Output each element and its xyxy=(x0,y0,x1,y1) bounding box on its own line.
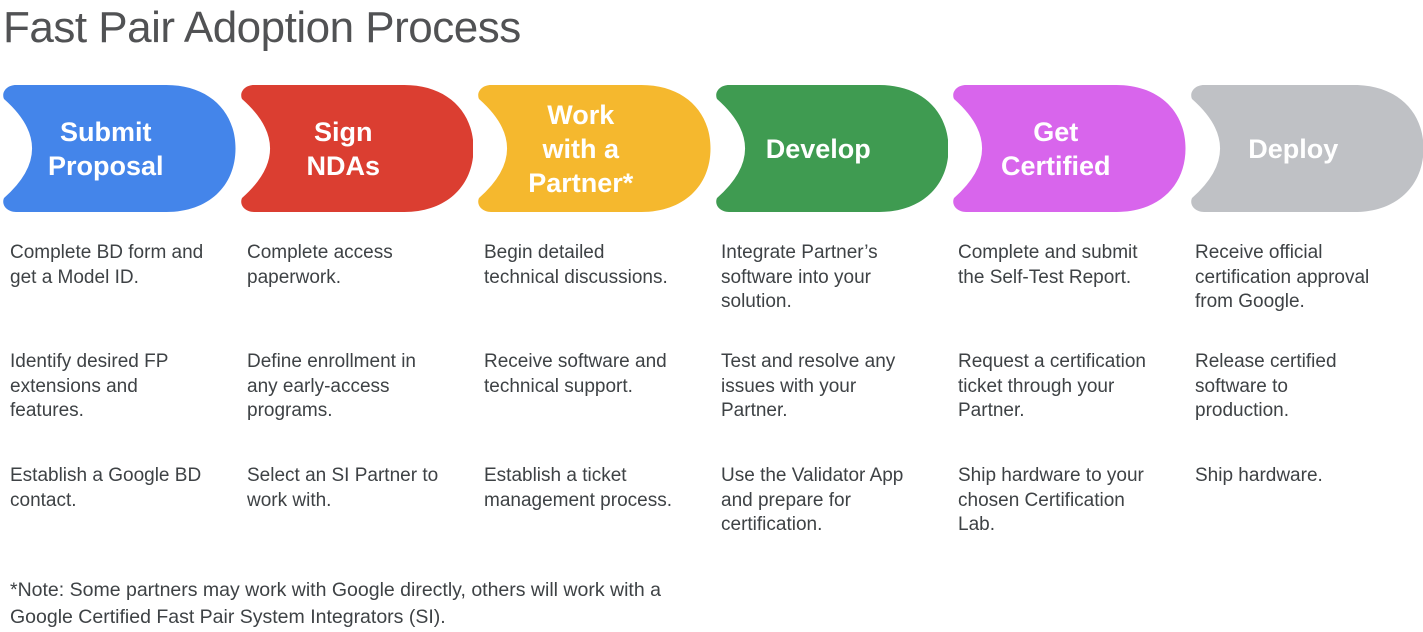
desc-column-submit-proposal: Complete BD form and get a Model ID. Ide… xyxy=(10,241,247,538)
desc-develop-3: Use the Validator App and prepare for ce… xyxy=(721,465,904,535)
stage-pill-get-certified: Get Certified xyxy=(950,85,1186,212)
desc-get-certified-1: Complete and submit the Self-Test Report… xyxy=(958,242,1138,288)
stage-shape xyxy=(478,85,711,212)
desc-column-get-certified: Complete and submit the Self-Test Report… xyxy=(958,241,1195,538)
page-title: Fast Pair Adoption Process xyxy=(3,3,521,52)
stage-shape xyxy=(953,85,1186,212)
desc-sign-ndas-1: Complete access paperwork. xyxy=(247,242,393,288)
desc-work-with-partner-2: Receive software and technical support. xyxy=(484,351,667,397)
stage-pill-work-with-partner: Work with a Partner* xyxy=(475,85,711,212)
stage-label-develop: Develop xyxy=(765,133,871,164)
stage-label-deploy: Deploy xyxy=(1248,133,1339,164)
desc-develop-1: Integrate Partner’s software into your s… xyxy=(721,242,878,312)
desc-deploy-3: Ship hardware. xyxy=(1195,465,1323,486)
desc-get-certified-2: Request a certification ticket through y… xyxy=(958,351,1146,421)
stage-pill-develop: Develop xyxy=(713,85,948,212)
desc-work-with-partner-1: Begin detailed technical discussions. xyxy=(484,242,668,288)
desc-deploy-2: Release certified software to production… xyxy=(1195,351,1337,421)
desc-column-sign-ndas: Complete access paperwork. Define enroll… xyxy=(247,241,484,538)
stage-label-work-with-partner: Work with a Partner* xyxy=(528,99,634,198)
stage-label-submit-proposal: Submit Proposal xyxy=(47,116,164,181)
desc-sign-ndas-3: Select an SI Partner to work with. xyxy=(247,465,439,511)
stage-pill-sign-ndas: Sign NDAs xyxy=(238,85,473,212)
desc-submit-proposal-3: Establish a Google BD contact. xyxy=(10,465,202,511)
stage-shape xyxy=(1190,85,1423,212)
desc-submit-proposal-2: Identify desired FP extensions and featu… xyxy=(10,351,169,421)
footnote: *Note: Some partners may work with Googl… xyxy=(10,579,661,628)
desc-work-with-partner-3: Establish a ticket management process. xyxy=(484,465,672,511)
desc-column-work-with-partner: Begin detailed technical discussions. Re… xyxy=(484,241,721,538)
desc-column-deploy: Receive official certification approval … xyxy=(1195,241,1423,538)
desc-submit-proposal-1: Complete BD form and get a Model ID. xyxy=(10,242,204,288)
stage-label-get-certified: Get Certified xyxy=(1000,116,1111,181)
stage-shape xyxy=(715,85,948,212)
desc-get-certified-3: Ship hardware to your chosen Certificati… xyxy=(958,465,1144,535)
desc-develop-2: Test and resolve any issues with your Pa… xyxy=(721,351,896,421)
stage-label-sign-ndas: Sign NDAs xyxy=(306,116,380,181)
stage-shape xyxy=(3,85,236,212)
desc-sign-ndas-2: Define enrollment in any early-access pr… xyxy=(247,351,416,421)
desc-column-develop: Integrate Partner’s software into your s… xyxy=(721,241,958,538)
stage-descriptions: Complete BD form and get a Model ID. Ide… xyxy=(10,241,1423,538)
desc-deploy-1: Receive official certification approval … xyxy=(1195,242,1370,312)
stage-pill-submit-proposal: Submit Proposal xyxy=(0,85,236,212)
stage-pill-deploy: Deploy xyxy=(1188,85,1423,212)
process-flow: Submit Proposal Sign NDAs Work with a Pa… xyxy=(0,85,1423,212)
stage-shape xyxy=(240,85,473,212)
